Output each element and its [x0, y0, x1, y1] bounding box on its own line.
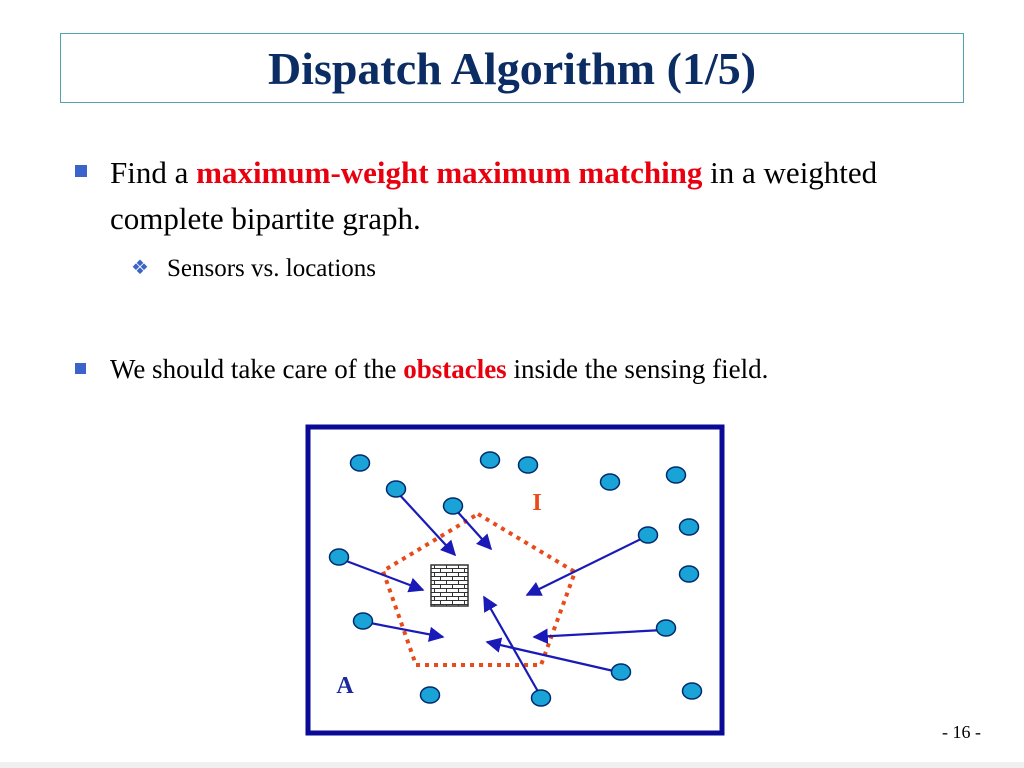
sensor-node [517, 456, 539, 474]
bullet-1-highlight: maximum-weight maximum matching [196, 155, 703, 190]
sensor-node [385, 480, 407, 498]
movement-arrow [485, 637, 619, 674]
sensor-node [328, 548, 350, 566]
movement-arrow [483, 595, 541, 696]
sensor-node [610, 663, 632, 681]
sensor-node [479, 451, 501, 469]
bullet-1-sub-text: Sensors vs. locations [167, 255, 377, 282]
movement-arrow [454, 508, 493, 551]
movement-arrow [396, 491, 457, 557]
sensor-node [419, 686, 441, 704]
brick-wall-obstacle-icon [430, 564, 469, 607]
bullet-2-highlight: obstacles [403, 354, 507, 384]
sensor-node [352, 612, 374, 630]
bullet-1-text: Find a maximum-weight maximum matching i… [110, 150, 960, 242]
sensors [328, 451, 703, 707]
label-outer-region: A [336, 673, 354, 699]
sensor-node [678, 518, 700, 536]
bullet-diamond-icon: ❖ [131, 257, 149, 279]
sensor-node [442, 497, 464, 515]
sensor-node [665, 466, 687, 484]
page-number: - 16 - [942, 722, 981, 742]
bullet-square-icon [75, 165, 87, 177]
label-inner-region: I [532, 490, 541, 516]
slide-title: Dispatch Algorithm (1/5) [267, 42, 757, 94]
bullet-square-icon [75, 363, 86, 374]
sensor-node [681, 682, 703, 700]
bottom-strip [0, 762, 1024, 768]
sensor-node [655, 619, 677, 637]
sensor-node [349, 454, 371, 472]
bullet-2-text: We should take care of the obstacles ins… [110, 352, 768, 386]
movement-arrow [364, 620, 445, 642]
movement-arrow [525, 536, 646, 596]
bullet-2-suffix: inside the sensing field. [506, 354, 769, 384]
bullet-2-prefix: We should take care of the [110, 354, 404, 384]
sensing-field-diagram: I A [305, 424, 725, 736]
bullet-1-sub: ❖ Sensors vs. locations [131, 254, 376, 284]
movement-arrow [340, 557, 425, 593]
sensor-node [599, 473, 621, 491]
sensing-field-frame [305, 424, 725, 736]
bullet-1-suffix: in a weighted complete bipartite graph. [110, 155, 878, 236]
title-box: Dispatch Algorithm (1/5) [60, 33, 964, 103]
sensor-node [678, 565, 700, 583]
movement-arrow [532, 628, 664, 644]
sensor-node [637, 526, 659, 544]
sensor-node [530, 689, 552, 707]
bullet-1-prefix: Find a [110, 155, 197, 190]
movement-arrows [340, 491, 664, 696]
bullet-2: We should take care of the obstacles ins… [75, 352, 768, 386]
bullet-1: Find a maximum-weight maximum matching i… [75, 150, 975, 242]
